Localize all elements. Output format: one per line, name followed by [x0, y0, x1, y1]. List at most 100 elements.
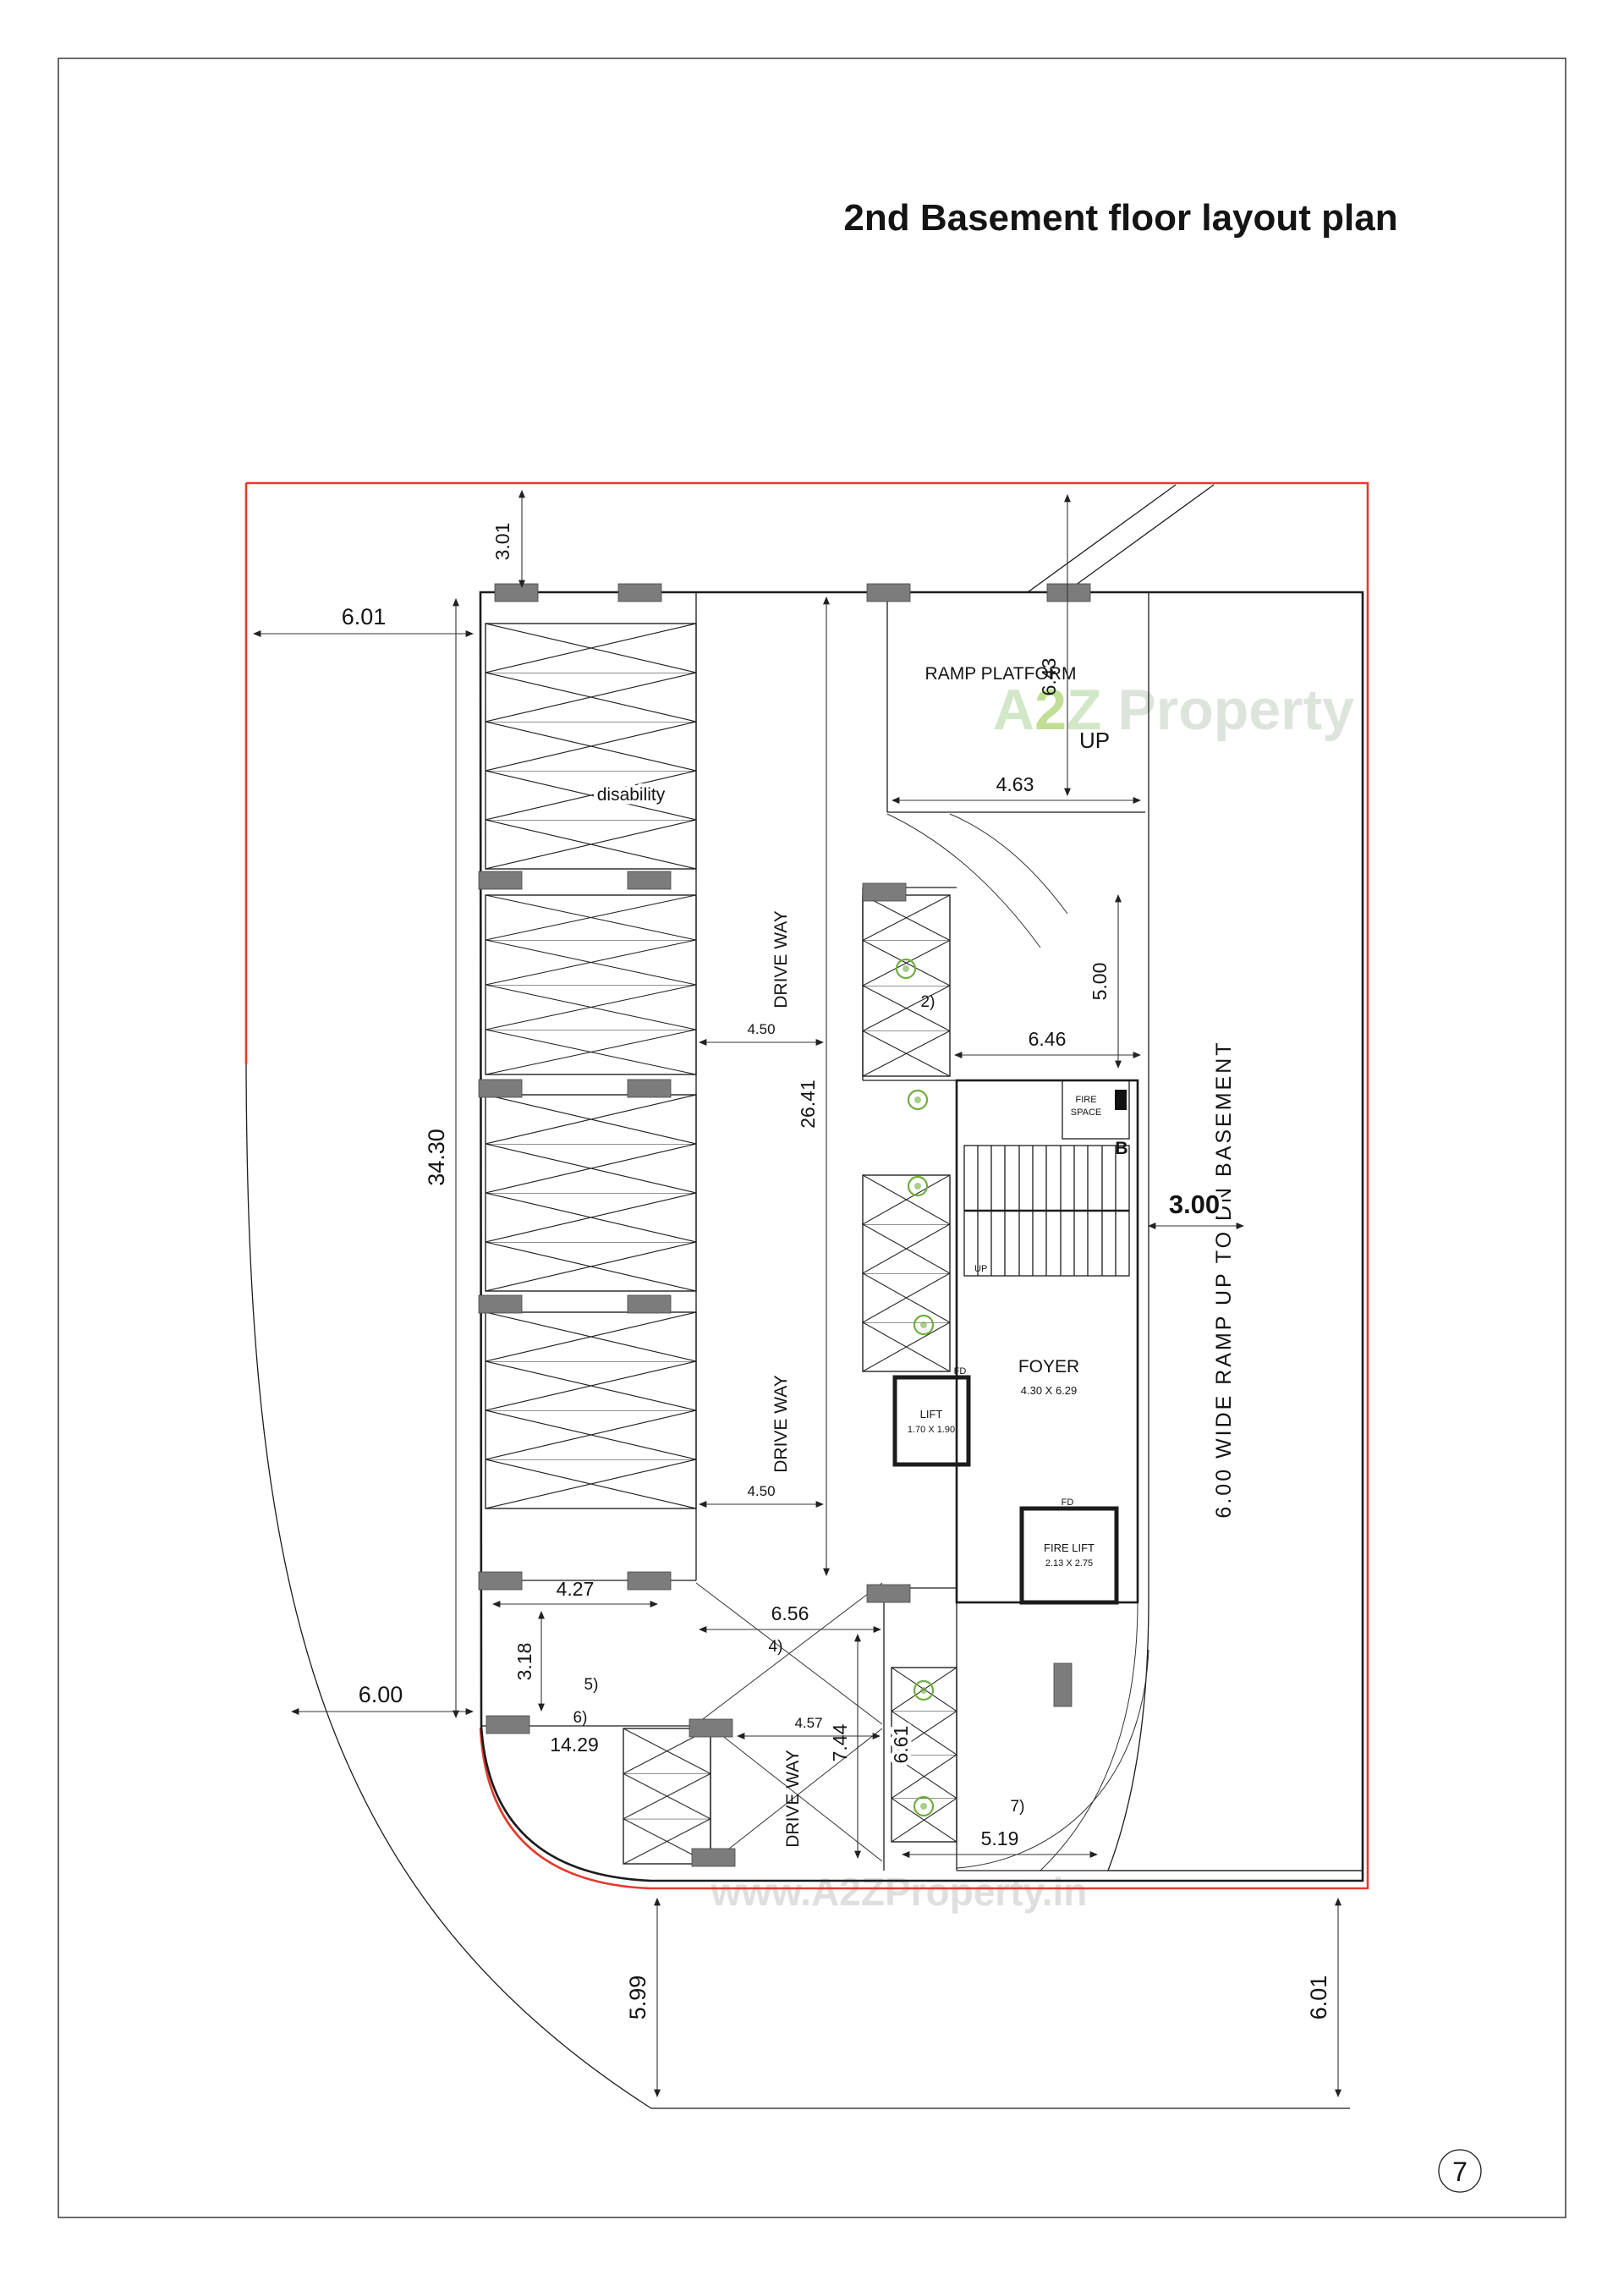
parking-strip-mid-lower — [862, 1174, 951, 1372]
svg-text:3.18: 3.18 — [513, 1643, 535, 1681]
dim-stall-f: 6.61 — [886, 1722, 916, 1767]
svg-text:7.44: 7.44 — [829, 1723, 851, 1761]
watermark-2: 2 — [1034, 678, 1067, 742]
svg-text:14.29: 14.29 — [550, 1734, 599, 1756]
foyer: FOYER 4.30 X 6.29 — [1018, 1357, 1079, 1397]
dim-stall-c: 6.56 — [699, 1602, 881, 1633]
disability-label: disability — [597, 785, 666, 805]
parking-strip-bottom — [891, 1667, 957, 1843]
dim-bottom-right: 6.01 — [1306, 1898, 1341, 2097]
dim-stall-d: 4.57 — [737, 1715, 881, 1739]
ramp-up-label: UP — [1079, 728, 1110, 753]
svg-text:4.27: 4.27 — [557, 1578, 595, 1600]
dim-stall-b: 3.18 — [513, 1611, 545, 1712]
dim-bottom-left: 5.99 — [625, 1898, 661, 2097]
fire-lift-label: FIRE LIFT — [1044, 1541, 1095, 1554]
driveway-bottom-label: DRIVE WAY — [783, 1750, 803, 1848]
svg-text:5.99: 5.99 — [625, 1976, 650, 2020]
parking-group-2 — [485, 894, 697, 1075]
dim-left-bottom: 6.00 — [291, 1682, 474, 1715]
dim-top-offset: 3.01 — [491, 490, 525, 588]
road-curve — [245, 1063, 1350, 2109]
dim-left-height: 34.30 — [424, 598, 459, 1718]
column-blocks — [478, 583, 1091, 1867]
plot-boundary — [244, 481, 1369, 1890]
parking-strip-mid-upper — [862, 894, 951, 1077]
watermark-url: www.A2ZProperty.in — [710, 1870, 1088, 1914]
lift-label: LIFT — [920, 1408, 943, 1421]
dim-stall-e: 7.44 — [829, 1634, 861, 1859]
dim-drive-width-upper: 4.50 — [699, 1021, 824, 1046]
dim-left-top: 6.01 — [253, 604, 474, 637]
dim-ramp-gap: 3.00 — [1148, 1186, 1244, 1229]
driveway-lower-label: DRIVE WAY — [771, 1375, 791, 1473]
stairs-up-label: UP — [974, 1264, 987, 1274]
parking-stalls: disability — [485, 623, 957, 1865]
dim-stall-a: 4.27 — [492, 1578, 658, 1607]
svg-text:5.19: 5.19 — [981, 1827, 1019, 1849]
watermark-center: A2Z Property — [993, 678, 1354, 742]
fire-space-label-2: SPACE — [1071, 1107, 1101, 1118]
watermark-a: A — [993, 678, 1034, 742]
svg-text:4.57: 4.57 — [794, 1715, 822, 1731]
dim-platform-width: 4.63 — [892, 773, 1141, 804]
svg-text:5.00: 5.00 — [1089, 963, 1111, 1001]
watermark-z: Z — [1067, 678, 1102, 742]
dim-platform-height: 6.43 — [1038, 494, 1071, 796]
section-marker-b: B — [1115, 1139, 1127, 1158]
svg-text:6.61: 6.61 — [890, 1726, 912, 1764]
driveway-upper-label: DRIVE WAY — [771, 910, 791, 1008]
svg-text:A2Z Property: A2Z Property — [993, 678, 1354, 742]
fire-space: FIRE SPACE B — [1062, 1080, 1130, 1158]
svg-text:6.01: 6.01 — [1306, 1976, 1331, 2020]
area-markers: 2) 4) 5) 6) 7) — [573, 993, 1025, 1816]
svg-text:3.00: 3.00 — [1169, 1190, 1220, 1219]
parking-group-4 — [485, 1311, 697, 1509]
fire-lift-size-label: 2.13 X 2.75 — [1045, 1558, 1093, 1569]
svg-text:6.43: 6.43 — [1038, 658, 1060, 696]
ramp-top-diagonals — [1027, 484, 1215, 593]
svg-text:6.00: 6.00 — [359, 1682, 403, 1707]
foyer-label: FOYER — [1018, 1357, 1079, 1377]
dim-drive-width-lower: 4.50 — [699, 1483, 824, 1508]
svg-text:4.63: 4.63 — [996, 773, 1034, 795]
marker-5-label: 5) — [584, 1676, 599, 1694]
svg-text:26.41: 26.41 — [797, 1080, 819, 1129]
lift-size-label: 1.70 X 1.90 — [908, 1425, 955, 1435]
page-title: 2nd Basement floor layout plan — [843, 197, 1397, 239]
foyer-size-label: 4.30 X 6.29 — [1021, 1384, 1078, 1397]
landscape-symbols — [895, 958, 935, 1817]
drive-guide-curves — [886, 813, 1149, 1871]
dim-core-width: 6.46 — [954, 1028, 1141, 1058]
stair-core: FIRE SPACE B UP FOYER 4.30 X 6.29 FD LIF… — [892, 1079, 1139, 1605]
lift-fd-label: FD — [954, 1366, 967, 1377]
ramp-platform-label: RAMP PLATFORM — [925, 664, 1077, 684]
dim-drive-length: 26.41 — [797, 596, 830, 1576]
parking-group-disability — [485, 623, 697, 870]
marker-7-label: 7) — [1011, 1798, 1025, 1816]
svg-text:4.50: 4.50 — [747, 1021, 775, 1037]
svg-text:6.56: 6.56 — [771, 1602, 809, 1624]
parking-strip-corner — [623, 1728, 711, 1865]
marker-4-label: 4) — [769, 1638, 783, 1656]
svg-text:34.30: 34.30 — [424, 1129, 449, 1186]
ramp-area: 6.00 WIDE RAMP UP TO DN BASEMENT — [1027, 484, 1363, 1871]
svg-text:6.46: 6.46 — [1029, 1028, 1067, 1050]
svg-text:3.01: 3.01 — [491, 523, 513, 561]
svg-text:4.50: 4.50 — [747, 1483, 775, 1499]
page-number: 7 — [1452, 2157, 1468, 2187]
staircase: UP — [963, 1145, 1130, 1277]
fire-lift-fd-label: FD — [1062, 1497, 1074, 1508]
svg-text:6.01: 6.01 — [342, 604, 387, 629]
marker-6-label: 6) — [573, 1709, 588, 1727]
hose-reel-icon — [1115, 1090, 1127, 1110]
dim-bay-height: 5.00 — [1089, 894, 1122, 1069]
dimensions: 3.01 6.01 34.30 6.00 5.99 6.01 4.63 6.4 — [253, 490, 1341, 2097]
no-parking-cross — [695, 1582, 883, 1862]
dim-corner-width: 14.29 — [550, 1734, 599, 1756]
fire-lift: FD FIRE LIFT 2.13 X 2.75 — [1019, 1497, 1119, 1605]
watermark-rest: Property — [1101, 678, 1354, 742]
fire-space-label-1: FIRE — [1075, 1095, 1096, 1105]
